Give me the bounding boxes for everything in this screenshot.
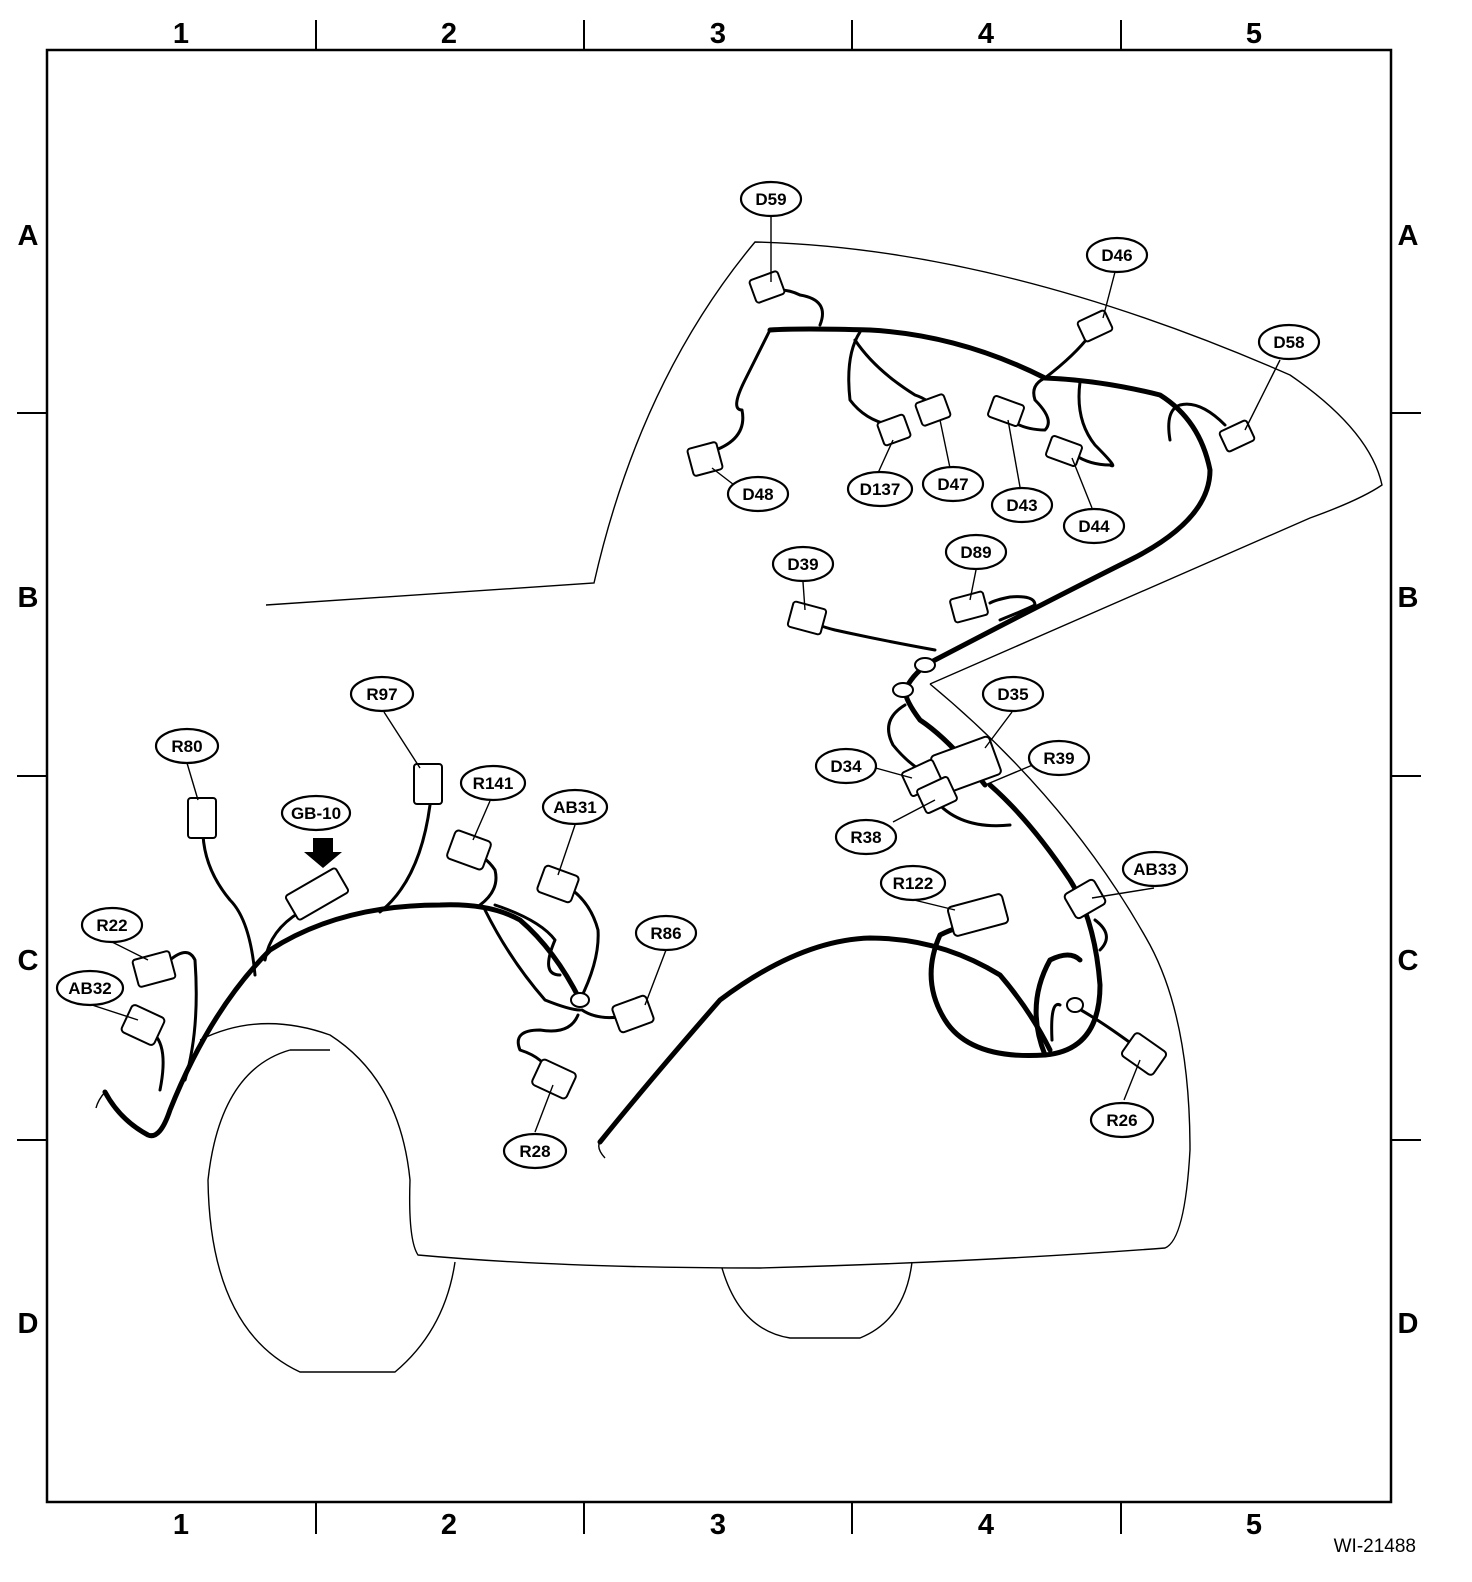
grid-col-bottom-1: 1 bbox=[173, 1509, 189, 1541]
label-R86: R86 bbox=[650, 924, 681, 943]
label-D39: D39 bbox=[787, 555, 818, 574]
grid-col-top-3: 3 bbox=[710, 18, 726, 50]
grid-ticks bbox=[17, 20, 1421, 1534]
grid-row-left-D: D bbox=[18, 1308, 39, 1340]
label-R122: R122 bbox=[893, 874, 934, 893]
label-R28: R28 bbox=[519, 1142, 550, 1161]
label-D35: D35 bbox=[997, 685, 1028, 704]
grid-row-left-A: A bbox=[18, 220, 39, 252]
grid-col-bottom-3: 3 bbox=[710, 1509, 726, 1541]
label-R80: R80 bbox=[171, 737, 202, 756]
grid-col-top-5: 5 bbox=[1246, 18, 1262, 50]
label-D43: D43 bbox=[1006, 496, 1037, 515]
grid-col-top-2: 2 bbox=[441, 18, 457, 50]
grid-col-bottom-2: 2 bbox=[441, 1509, 457, 1541]
grid-col-bottom-5: 5 bbox=[1246, 1509, 1262, 1541]
grid-col-top-1: 1 bbox=[173, 18, 189, 50]
grid-row-left-B: B bbox=[18, 582, 39, 614]
label-R141: R141 bbox=[473, 774, 514, 793]
grid-row-left-C: C bbox=[18, 945, 39, 977]
vehicle-outline bbox=[199, 241, 1383, 1373]
label-R26: R26 bbox=[1106, 1111, 1137, 1130]
grid-row-right-B: B bbox=[1398, 582, 1419, 614]
label-AB32: AB32 bbox=[68, 979, 111, 998]
label-bubbles bbox=[55, 180, 1321, 1170]
label-D47: D47 bbox=[937, 475, 968, 494]
label-D58: D58 bbox=[1273, 333, 1304, 352]
label-AB31: AB31 bbox=[553, 798, 596, 817]
label-D59: D59 bbox=[755, 190, 786, 209]
label-D89: D89 bbox=[960, 543, 991, 562]
grid-col-bottom-4: 4 bbox=[978, 1509, 994, 1541]
label-D137: D137 bbox=[860, 480, 901, 499]
figure-code: WI-21488 bbox=[1334, 1536, 1416, 1557]
label-R38: R38 bbox=[850, 828, 881, 847]
grid-row-right-C: C bbox=[1398, 945, 1419, 977]
label-AB33: AB33 bbox=[1133, 860, 1176, 879]
label-D44: D44 bbox=[1078, 517, 1110, 536]
label-D46: D46 bbox=[1101, 246, 1132, 265]
connector-bodies bbox=[120, 270, 1256, 1100]
grid-col-top-4: 4 bbox=[978, 18, 994, 50]
label-D34: D34 bbox=[830, 757, 862, 776]
grid-row-right-A: A bbox=[1398, 220, 1419, 252]
label-D48: D48 bbox=[742, 485, 773, 504]
leader-lines bbox=[91, 215, 1281, 1133]
diagram-frame bbox=[45, 48, 1393, 1504]
grid-row-right-D: D bbox=[1398, 1308, 1419, 1340]
label-R97: R97 bbox=[366, 685, 397, 704]
label-GB-10: GB-10 bbox=[291, 804, 341, 823]
harness-wires bbox=[95, 288, 1227, 1159]
label-R22: R22 bbox=[96, 916, 127, 935]
label-R39: R39 bbox=[1043, 749, 1074, 768]
